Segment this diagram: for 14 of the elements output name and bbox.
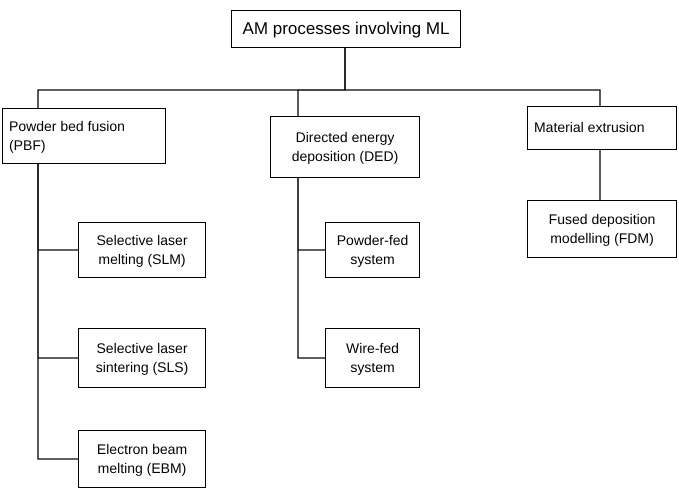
process-box: AM processes involving ML — [231, 10, 461, 48]
process-box: Selective laser sintering (SLS) — [78, 328, 206, 388]
process-box: Directed energy deposition (DED) — [270, 116, 420, 178]
process-box: Powder bed fusion (PBF) — [2, 108, 166, 164]
connector-line — [599, 150, 601, 200]
process-box: Powder-fed system — [325, 222, 420, 278]
process-box: Material extrusion — [527, 106, 677, 150]
process-box: Wire-fed system — [325, 328, 420, 388]
process-box: Selective laser melting (SLM) — [78, 222, 206, 278]
process-box: Fused deposition modelling (FDM) — [527, 200, 677, 258]
connector-line — [344, 48, 601, 106]
connector-line — [297, 178, 325, 359]
process-box: Electron beam melting (EBM) — [78, 430, 206, 488]
connector-line — [37, 164, 78, 460]
